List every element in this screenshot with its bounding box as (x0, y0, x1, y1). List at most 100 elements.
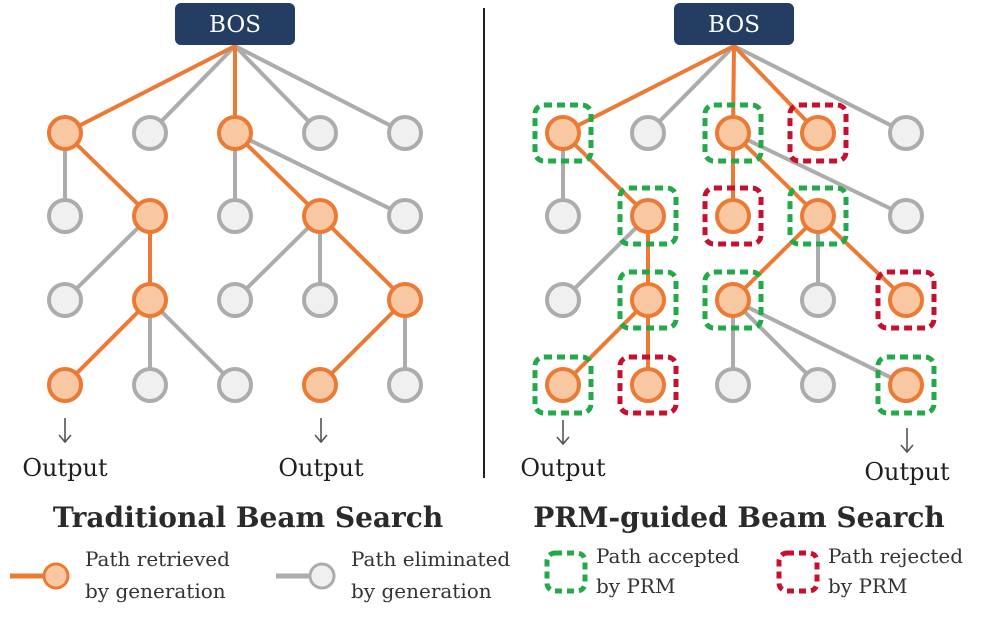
legend-retrieved-line2: by generation (85, 579, 226, 603)
right-accepted-box-a3 (702, 102, 764, 164)
right-node-a4 (800, 115, 836, 151)
right-node-a2 (630, 115, 666, 151)
left-node-b4 (302, 198, 338, 234)
left-edge-root-a4 (233, 44, 322, 135)
left-edge-b4-c3 (233, 214, 322, 302)
left-node-b3 (217, 198, 253, 234)
left-edge-c5-d4 (318, 298, 407, 387)
right-edge-b2-c1 (561, 214, 650, 302)
left-node-b5 (387, 198, 423, 234)
left-node-a2 (132, 115, 168, 151)
right-node-a1 (545, 115, 581, 151)
left-bos-label: BOS (209, 12, 261, 38)
right-accepted-box-b4 (787, 185, 849, 247)
right-edge-a3-b4 (731, 131, 820, 218)
left-node-a3 (217, 115, 253, 151)
right-output-arrow-2 (900, 428, 914, 454)
right-node-d1 (545, 367, 581, 403)
right-rejected-box-a4 (787, 102, 849, 164)
right-node-b2 (630, 198, 666, 234)
right-output-arrow-1 (556, 420, 570, 446)
right-edge-root-a4 (732, 44, 820, 135)
right-node-d2 (630, 367, 666, 403)
legend-rejected-box (776, 550, 820, 594)
right-bos-label: BOS (708, 12, 760, 38)
right-accepted-box-c2 (617, 269, 679, 331)
left-node-c4 (302, 282, 338, 318)
right-edge-c3-d4 (731, 298, 820, 387)
left-node-c3 (217, 282, 253, 318)
left-tree-title: Traditional Beam Search (53, 501, 443, 534)
right-node-b5 (888, 198, 924, 234)
left-edge-b4-c5 (318, 214, 407, 302)
right-accepted-box-d1 (532, 354, 594, 416)
prm-boxes-layer (532, 102, 937, 416)
right-accepted-box-b2 (617, 185, 679, 247)
left-edge-a3-b4 (233, 131, 322, 218)
right-rejected-box-c5 (875, 269, 937, 331)
right-tree-title: PRM-guided Beam Search (533, 501, 945, 534)
legend-accepted-box (544, 550, 588, 594)
right-node-c4 (800, 282, 836, 318)
legend-eliminated-node (308, 562, 336, 590)
left-edge-root-a2 (148, 44, 237, 135)
left-node-a1 (47, 115, 83, 151)
right-accepted-box-c3 (702, 269, 764, 331)
right-accepted-box-a1 (532, 102, 594, 164)
right-edge-b4-c5 (816, 214, 908, 302)
output-arrows (58, 418, 914, 454)
left-output-label-2: Output (278, 454, 364, 482)
left-edge-c2-d3 (148, 298, 237, 387)
right-edge-b4-c3 (731, 214, 820, 302)
left-node-d2 (132, 367, 168, 403)
right-output-label-1: Output (520, 454, 606, 482)
right-node-b1 (545, 198, 581, 234)
left-output-arrow-1 (58, 418, 72, 444)
left-node-d4 (302, 367, 338, 403)
legend-retrieved: Path retrieved by generation (10, 547, 230, 603)
legend-eliminated-line1: Path eliminated (351, 547, 510, 571)
right-node-b3 (715, 198, 751, 234)
nodes-layer (47, 115, 924, 403)
right-edge-c2-d1 (561, 298, 650, 387)
right-node-b4 (800, 198, 836, 234)
right-bos-node: BOS (674, 3, 794, 45)
left-node-c1 (47, 282, 83, 318)
legend-rejected-line2: by PRM (828, 574, 907, 598)
right-edge-root-a5 (732, 44, 908, 135)
right-edge-root-a2 (646, 44, 736, 135)
left-edge-root-a5 (233, 44, 407, 135)
right-node-c3 (715, 282, 751, 318)
legend-rejected-line1: Path rejected (828, 544, 963, 568)
right-accepted-box-d5 (875, 354, 937, 416)
left-edge-b2-c1 (63, 214, 152, 302)
right-node-a3 (715, 115, 751, 151)
right-node-a5 (888, 115, 924, 151)
left-output-label-1: Output (22, 454, 108, 482)
right-node-c2 (630, 282, 666, 318)
left-edge-root-a1 (63, 44, 237, 135)
left-node-d3 (217, 367, 253, 403)
left-edge-a3-b5 (233, 131, 407, 218)
left-edge-a1-b2 (63, 131, 152, 218)
legend-eliminated: Path eliminated by generation (276, 547, 510, 603)
right-node-d5 (888, 367, 924, 403)
right-node-d3 (715, 367, 751, 403)
left-bos-box (175, 3, 295, 45)
left-node-a5 (387, 115, 423, 151)
legend-accepted-line1: Path accepted (596, 544, 740, 568)
legend-accepted: Path accepted by PRM (544, 544, 740, 598)
legend-accepted-line2: by PRM (596, 574, 675, 598)
legend-rejected: Path rejected by PRM (776, 544, 963, 598)
right-node-c1 (545, 282, 581, 318)
left-output-arrow-2 (314, 418, 328, 444)
left-edge-c2-d1 (63, 298, 152, 387)
right-output-label-2: Output (864, 458, 950, 486)
right-edge-a1-b2 (561, 131, 650, 218)
left-node-d1 (47, 367, 83, 403)
left-node-b1 (47, 198, 83, 234)
left-node-d5 (387, 367, 423, 403)
left-node-a4 (302, 115, 338, 151)
legend-retrieved-line1: Path retrieved (85, 547, 230, 571)
